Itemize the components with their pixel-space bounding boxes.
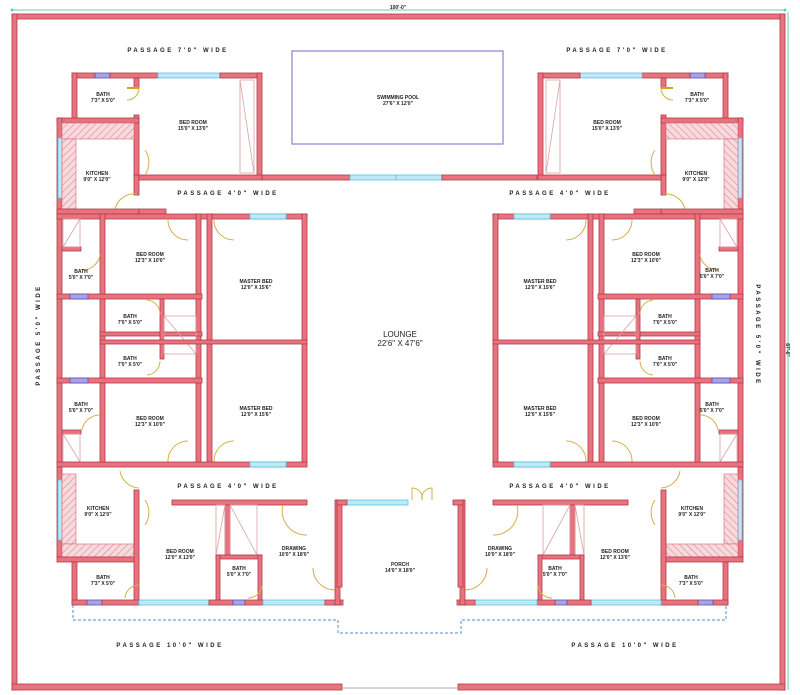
room-name: KITCHEN xyxy=(86,171,109,177)
room-size: 12'3" X 10'0" xyxy=(135,258,166,264)
room-size: 7'0" X 5'0" xyxy=(653,320,678,326)
lounge-name: LOUNGE xyxy=(383,330,417,339)
boundary-wall xyxy=(11,13,786,691)
passage-label-side-left: PASSAGE 5'0" WIDE xyxy=(36,284,42,385)
room-name: DRAWING xyxy=(488,546,512,552)
room-size: 12'0" X 15'6" xyxy=(525,412,556,418)
overall-width-label: 100'-0" xyxy=(390,5,407,11)
room-size: 7'3" X 5'0" xyxy=(679,581,704,587)
passage-label-mid-top-right: PASSAGE 4'0" WIDE xyxy=(509,191,610,197)
room-size: 9'0" X 12'0" xyxy=(678,512,706,518)
room-size: 15'0" X 13'0" xyxy=(178,126,209,132)
room-size: 7'3" X 5'0" xyxy=(685,98,710,104)
pool-name: SWIMMING POOL xyxy=(377,95,419,101)
room-size: 9'0" X 12'0" xyxy=(84,512,112,518)
room-name: BATH xyxy=(74,269,88,275)
dimension-top: 100'-0" xyxy=(10,5,787,12)
left-wing xyxy=(56,72,344,606)
passage-label-top-left: PASSAGE 7'0" WIDE xyxy=(127,48,228,54)
room-name: BED ROOM xyxy=(136,252,164,258)
passage-label-mid-top-left: PASSAGE 4'0" WIDE xyxy=(177,191,278,197)
passage-label-bottom-right: PASSAGE 10'0" WIDE xyxy=(571,643,678,649)
room-name: BED ROOM xyxy=(593,120,621,126)
room-name: MASTER BED xyxy=(239,279,272,285)
room-name: BED ROOM xyxy=(632,252,660,258)
room-size: 12'0" X 13'0" xyxy=(600,555,631,561)
room-name: KITCHEN xyxy=(681,506,704,512)
room-name: BED ROOM xyxy=(166,549,194,555)
room-size: 12'3" X 10'0" xyxy=(631,258,662,264)
lounge-size: 22'6" X 47'6" xyxy=(377,339,422,348)
room-name: BATH xyxy=(658,356,672,362)
room-size: 7'0" X 5'0" xyxy=(118,320,143,326)
room-size: 5'0" X 7'0" xyxy=(69,275,94,281)
room-name: BATH xyxy=(74,402,88,408)
room-labels-right: BATH 7'3" X 5'0" BED ROOM 15'0" X 13'0" … xyxy=(485,92,725,587)
room-name: BED ROOM xyxy=(601,549,629,555)
room-name: BATH xyxy=(684,575,698,581)
room-name: BATH xyxy=(96,92,110,98)
room-size: 10'0" X 18'0" xyxy=(485,552,516,558)
room-name: BATH xyxy=(548,566,562,572)
room-size: 15'0" X 13'0" xyxy=(592,126,623,132)
room-size: 5'0" X 7'0" xyxy=(69,408,94,414)
porch-size: 14'0" X 18'0" xyxy=(385,568,416,574)
room-size: 12'0" X 13'0" xyxy=(165,555,196,561)
room-name: BATH xyxy=(232,566,246,572)
room-size: 7'3" X 5'0" xyxy=(91,98,116,104)
room-name: DRAWING xyxy=(282,546,306,552)
room-labels-left: BATH 7'3" X 5'0" BED ROOM 15'0" X 13'0" … xyxy=(69,92,310,587)
room-size: 7'3" X 5'0" xyxy=(91,581,116,587)
room-name: MASTER BED xyxy=(523,406,556,412)
room-size: 12'3" X 10'0" xyxy=(135,422,166,428)
room-size: 7'0" X 5'0" xyxy=(118,362,143,368)
room-size: 5'0" X 7'0" xyxy=(227,572,252,578)
room-size: 12'3" X 10'0" xyxy=(631,422,662,428)
room-name: BATH xyxy=(96,575,110,581)
passage-label-side-right: PASSAGE 5'0" WIDE xyxy=(754,284,760,385)
room-name: BED ROOM xyxy=(179,120,207,126)
room-name: MASTER BED xyxy=(523,279,556,285)
dashed-boundary xyxy=(72,605,727,634)
overall-depth-label: 87'-6" xyxy=(784,343,790,357)
dimension-right: 87'-6" xyxy=(784,12,790,690)
passage-label-mid-bottom-left: PASSAGE 4'0" WIDE xyxy=(177,484,278,490)
right-wing xyxy=(456,72,744,606)
room-name: BATH xyxy=(123,314,137,320)
room-name: BED ROOM xyxy=(632,416,660,422)
room-name: BATH xyxy=(690,92,704,98)
swimming-pool: SWIMMING POOL 27'6" X 12'0" xyxy=(291,50,504,145)
porch-name: PORCH xyxy=(391,562,409,568)
room-name: KITCHEN xyxy=(685,171,708,177)
passage-label-mid-bottom-right: PASSAGE 4'0" WIDE xyxy=(509,484,610,490)
room-size: 12'0" X 15'6" xyxy=(241,412,272,418)
room-size: 7'0" X 5'0" xyxy=(653,362,678,368)
pool-size: 27'6" X 12'0" xyxy=(383,101,414,107)
room-size: 9'0" X 12'0" xyxy=(682,177,710,183)
lounge-top-wall xyxy=(261,174,538,181)
room-name: KITCHEN xyxy=(87,506,110,512)
room-size: 12'0" X 15'6" xyxy=(241,285,272,291)
room-size: 9'0" X 12'0" xyxy=(83,177,111,183)
room-size: 12'0" X 15'6" xyxy=(525,285,556,291)
room-name: BATH xyxy=(705,268,719,274)
room-name: BATH xyxy=(658,314,672,320)
room-name: BATH xyxy=(705,402,719,408)
room-size: 10'0" X 18'0" xyxy=(279,552,310,558)
room-size: 5'0" X 7'0" xyxy=(700,408,725,414)
room-name: BATH xyxy=(123,356,137,362)
passage-label-bottom-left: PASSAGE 10'0" WIDE xyxy=(116,643,223,649)
room-name: BED ROOM xyxy=(136,416,164,422)
passage-label-top-right: PASSAGE 7'0" WIDE xyxy=(566,48,667,54)
room-name: MASTER BED xyxy=(239,406,272,412)
porch: PORCH 14'0" X 18'0" xyxy=(336,487,464,588)
room-size: 5'0" X 7'0" xyxy=(700,274,725,280)
room-size: 5'0" X 7'0" xyxy=(543,572,568,578)
